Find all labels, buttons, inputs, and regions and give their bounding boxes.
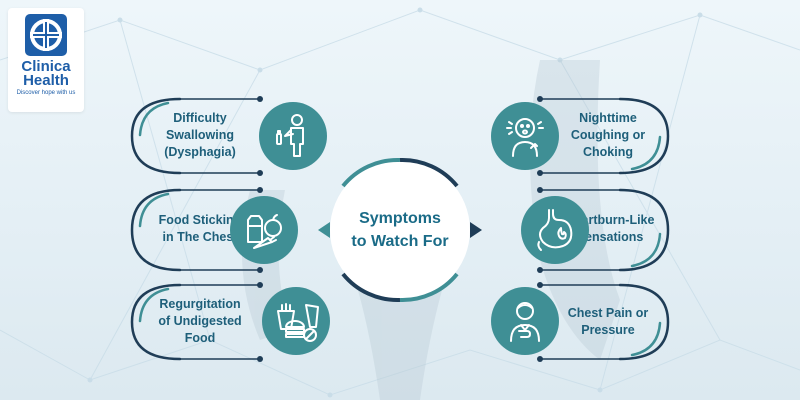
connector-right-3	[618, 283, 670, 361]
brand-tagline: Discover hope with us	[16, 90, 76, 96]
connector-left-3	[130, 283, 182, 361]
connector-right-1	[618, 97, 670, 175]
connector-left-1	[130, 97, 182, 175]
icon-node-6	[491, 287, 559, 355]
brand-name: Clinica Health	[21, 58, 71, 89]
center-circle	[330, 160, 470, 300]
symptom-label-1: Difficulty Swallowing (Dysphagia)	[164, 111, 236, 159]
icon-node-2	[230, 196, 298, 264]
coughing-person-icon	[506, 118, 544, 157]
connector-right-2	[618, 188, 670, 272]
icon-node-3	[262, 287, 330, 355]
chest-pain-person-icon	[510, 302, 540, 342]
cross-ce-icon	[25, 14, 67, 56]
brand-logo: Clinica Health Discover hope with us	[8, 8, 84, 112]
food-items-icon	[247, 214, 282, 249]
connector-left-2	[130, 188, 182, 272]
icon-node-1	[259, 102, 327, 170]
symptom-label-3: Regurgitation of Undigested Food	[158, 297, 242, 345]
center-title: Symptoms to Watch For	[351, 210, 449, 250]
icon-node-5	[521, 196, 589, 264]
stomach-fire-icon	[537, 209, 573, 251]
symptom-label-4: Nighttime Coughing or Choking	[570, 111, 646, 159]
person-holding-throat-icon	[276, 114, 304, 157]
icon-node-4	[491, 102, 559, 170]
symptom-label-2: Food Sticking in The Chest	[158, 213, 242, 244]
fast-food-icon	[277, 303, 319, 342]
symptom-label-6: Chest Pain or Pressure	[567, 306, 649, 337]
